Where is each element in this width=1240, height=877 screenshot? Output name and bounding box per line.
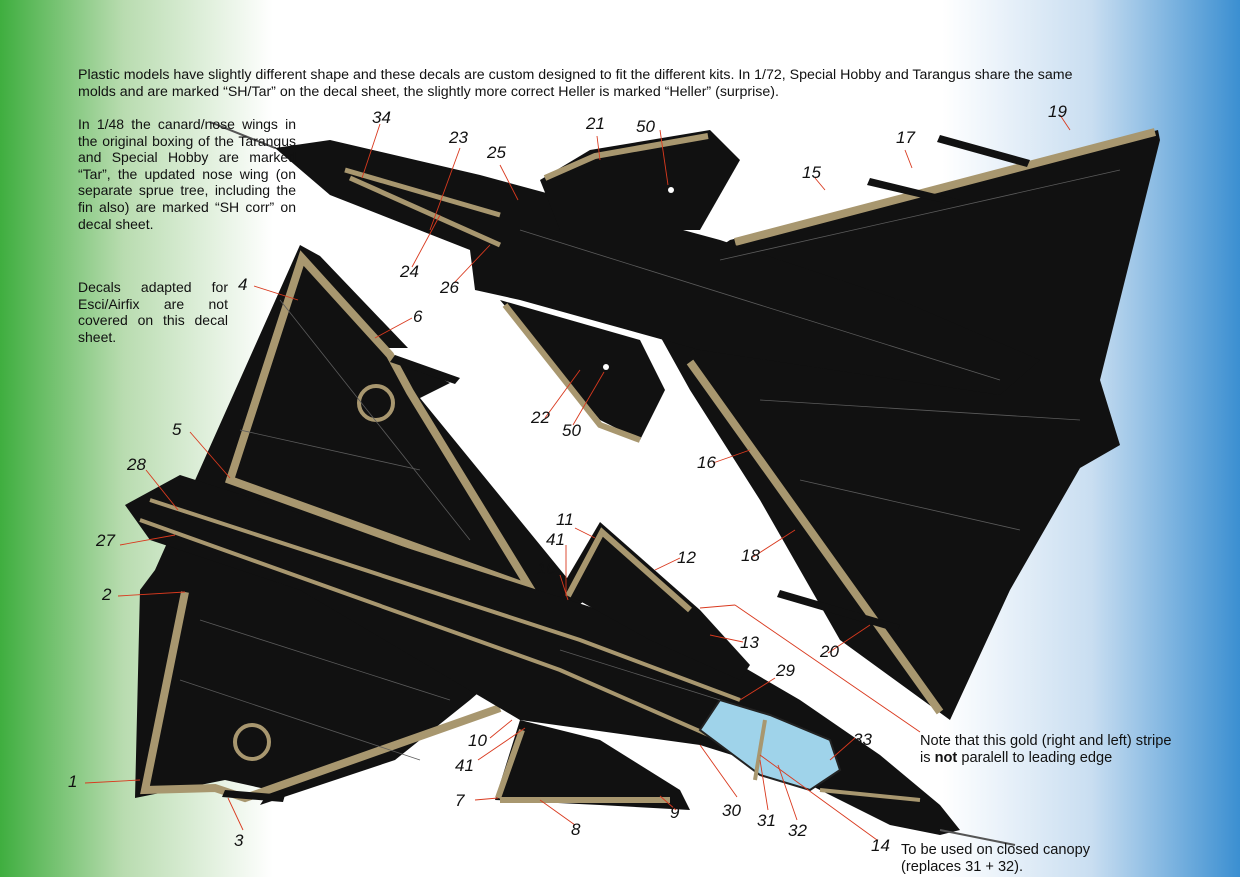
callout-29: 29 bbox=[776, 661, 795, 680]
callout-16: 16 bbox=[697, 453, 716, 472]
callout-12: 12 bbox=[677, 548, 696, 567]
callout-15: 15 bbox=[802, 163, 821, 182]
callout-41-bottom: 41 bbox=[455, 756, 474, 775]
callout-27: 27 bbox=[96, 531, 115, 550]
lower-panel-lines bbox=[179, 299, 721, 761]
upper-missile-1 bbox=[937, 135, 1030, 167]
callout-6: 6 bbox=[413, 307, 423, 326]
callout-19: 19 bbox=[1048, 102, 1067, 121]
callout-3: 3 bbox=[234, 831, 244, 850]
canopy-note: To be used on closed canopy (replaces 31… bbox=[901, 842, 1090, 875]
lower-canopy bbox=[698, 698, 842, 792]
upper-marker-50-bottom bbox=[603, 364, 609, 370]
upper-missile-2 bbox=[867, 178, 960, 206]
stripe-note-line-1: Note that this gold (right and left) str… bbox=[920, 733, 1172, 749]
stripe-note: Note that this gold (right and left) str… bbox=[920, 733, 1171, 766]
callout-25: 25 bbox=[487, 143, 506, 162]
callout-2: 2 bbox=[102, 585, 112, 604]
lower-left-wing-stripe bbox=[224, 250, 540, 596]
callout-34: 34 bbox=[372, 108, 391, 127]
lower-nose-stripe bbox=[819, 788, 921, 802]
canopy-note-line-2: (replaces 31 + 32). bbox=[901, 858, 1024, 875]
lower-fuselage-stripe-1 bbox=[149, 498, 741, 702]
lower-roundel-lower bbox=[233, 723, 271, 761]
callout-28: 28 bbox=[127, 455, 146, 474]
callout-31: 31 bbox=[757, 811, 776, 830]
lower-roundel-upper bbox=[357, 384, 395, 422]
callout-10-bottom: 10 bbox=[468, 731, 487, 750]
callout-1: 1 bbox=[68, 772, 78, 791]
upper-canard-top-stripe bbox=[543, 133, 709, 181]
stripe-note-line-2-post: paralell to leading edge bbox=[957, 749, 1113, 766]
lower-canard bbox=[560, 522, 750, 680]
lower-canard-stripe bbox=[565, 527, 692, 613]
upper-aircraft bbox=[209, 121, 1160, 720]
callout-24: 24 bbox=[400, 262, 419, 281]
side-note-esci-airfix: Decals adapted for Esci/Airfix are not c… bbox=[78, 279, 228, 345]
callout-30: 30 bbox=[722, 801, 741, 820]
intro-line-2: molds and are marked “SH/Tar” on the dec… bbox=[78, 84, 779, 100]
callout-33: 33 bbox=[853, 730, 872, 749]
callout-14: 14 bbox=[871, 836, 890, 855]
stripe-note-line-2-pre: is bbox=[920, 749, 935, 766]
side-note-1-48-scale: In 1/48 the canard/nose wings in the ori… bbox=[78, 116, 296, 232]
callout-8: 8 bbox=[571, 820, 581, 839]
lower-canard-right-stripe bbox=[495, 729, 670, 803]
lower-missile bbox=[390, 355, 460, 384]
callout-13: 13 bbox=[740, 633, 759, 652]
callout-11: 11 bbox=[556, 510, 574, 529]
callout-50-top: 50 bbox=[636, 117, 655, 136]
callout-21: 21 bbox=[586, 114, 605, 133]
callout-5: 5 bbox=[172, 420, 182, 439]
upper-nose-stripe-1 bbox=[344, 167, 501, 218]
upper-missile-3 bbox=[777, 590, 900, 632]
callout-26: 26 bbox=[440, 278, 459, 297]
lower-aircraft bbox=[125, 245, 1016, 846]
lower-canopy-frame bbox=[753, 719, 767, 781]
callout-32: 32 bbox=[788, 821, 807, 840]
callout-4: 4 bbox=[238, 275, 248, 294]
callout-7: 7 bbox=[455, 791, 465, 810]
lower-canard-right bbox=[495, 720, 690, 810]
lower-left-wing-stripe-2 bbox=[140, 591, 502, 803]
lower-missile-2 bbox=[222, 790, 285, 802]
upper-canard-bottom-stripe bbox=[502, 303, 642, 443]
callout-50-bottom: 50 bbox=[562, 421, 581, 440]
lower-nose-probe bbox=[939, 829, 1016, 846]
lower-fuselage-stripe-2 bbox=[139, 518, 721, 742]
callout-22: 22 bbox=[531, 408, 550, 427]
intro-text: Plastic models have slightly different s… bbox=[78, 67, 1188, 101]
upper-main-wing-stripe bbox=[686, 128, 1157, 715]
upper-panel-lines bbox=[519, 169, 1121, 531]
callout-41-top: 41 bbox=[546, 530, 565, 549]
callout-23: 23 bbox=[449, 128, 468, 147]
intro-line-1: Plastic models have slightly different s… bbox=[78, 67, 1073, 83]
stripe-note-not: not bbox=[934, 749, 958, 766]
callout-17: 17 bbox=[896, 128, 915, 147]
callout-18: 18 bbox=[741, 546, 760, 565]
upper-canard-bottom bbox=[500, 300, 665, 440]
upper-marker-50-top bbox=[668, 187, 674, 193]
callout-9: 9 bbox=[670, 803, 680, 822]
canopy-note-line-1: To be used on closed canopy bbox=[901, 842, 1091, 858]
callout-20: 20 bbox=[820, 642, 839, 661]
callout-10: 10 bbox=[537, 559, 556, 578]
upper-nose-probe bbox=[209, 121, 276, 149]
upper-nose-stripe-2 bbox=[348, 175, 502, 248]
leader-lines bbox=[84, 114, 1071, 841]
